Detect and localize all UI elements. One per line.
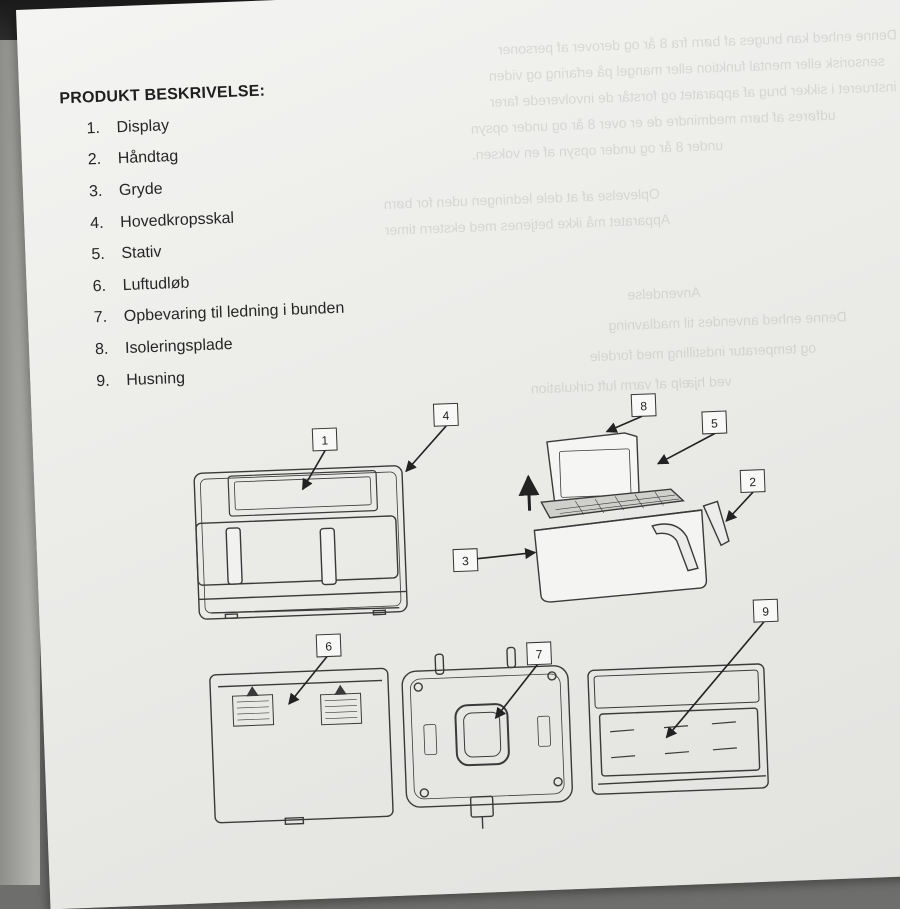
exploded-view-illustration: [531, 429, 731, 602]
callout-6: 6: [316, 634, 341, 657]
back-view-illustration: [210, 668, 394, 827]
callout-2: 2: [740, 470, 765, 493]
callout-9: 9: [753, 599, 778, 622]
front-view-illustration: [194, 466, 408, 622]
callout-3: 3: [453, 549, 478, 572]
callout-label: 4: [442, 409, 450, 423]
lift-direction-arrow: [528, 477, 529, 511]
callout-1: 1: [312, 428, 337, 451]
callout-label: 9: [762, 605, 770, 619]
callout-label: 5: [711, 416, 719, 430]
callout-4: 4: [433, 403, 458, 426]
callout-5: 5: [702, 411, 727, 434]
air-fryer-diagram: 1 4 8 5 2 3 6 7: [16, 0, 900, 909]
callout-label: 2: [749, 475, 757, 489]
callout-label: 6: [325, 639, 333, 653]
callout-label: 3: [462, 554, 470, 568]
bottom-view-illustration: [401, 645, 574, 831]
callout-label: 1: [321, 433, 329, 447]
callout-8: 8: [631, 394, 656, 417]
callout-label: 8: [640, 399, 648, 413]
housing-view-illustration: [588, 664, 769, 795]
callout-label: 7: [536, 647, 544, 661]
manual-page: Denne enhed kan bruges af børn fra 8 år …: [16, 0, 900, 909]
callout-7: 7: [527, 642, 552, 665]
